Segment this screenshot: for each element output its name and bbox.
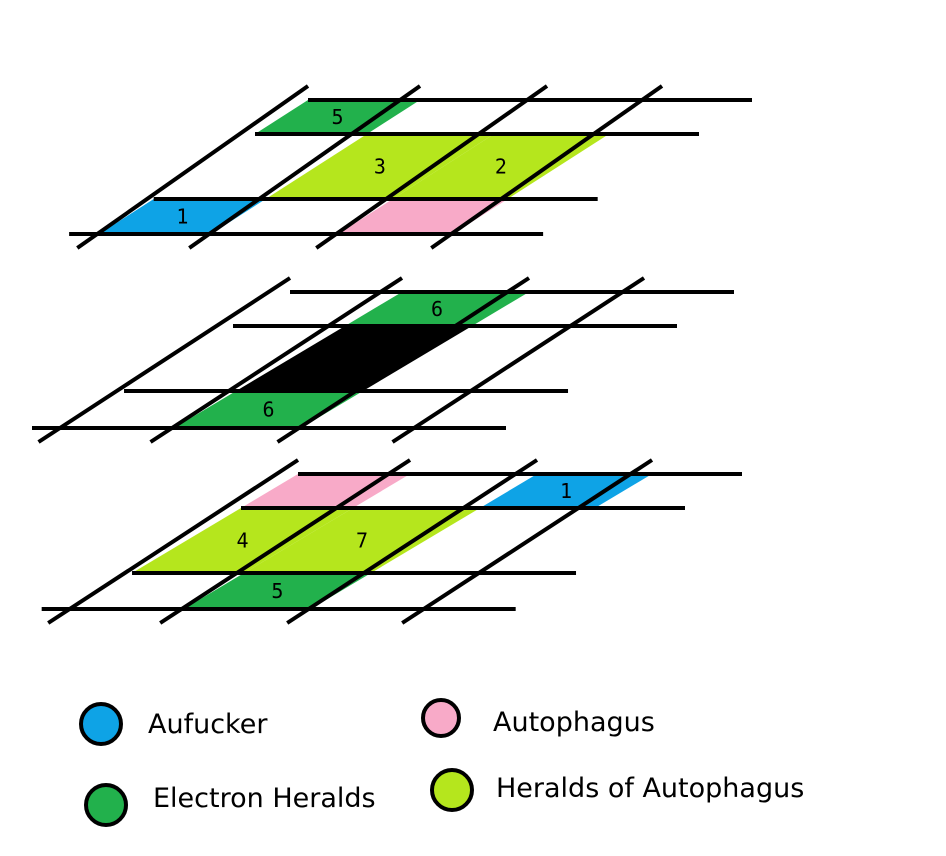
cell-label-top-r2c0: 1 (176, 205, 188, 229)
cell-label-middle-r2c1: 6 (262, 398, 274, 422)
cell-labels: 5 3 2 1 6 6 1 4 7 5 (176, 105, 572, 603)
cell-bottom-r1c0 (132, 508, 353, 573)
cell-label-bottom-r1c1: 7 (356, 529, 368, 553)
cell-top-r1c2 (392, 134, 609, 199)
dline-bottom-1 (159, 458, 412, 625)
cell-bottom-r1c1 (244, 508, 480, 573)
dline-bottom-3 (401, 458, 654, 625)
legend-label-heralds-of-autophagus: Heralds of Autophagus (496, 773, 804, 804)
cell-middle-r1c1 (236, 326, 472, 391)
dline-bottom-0 (47, 458, 300, 625)
dline-bottom-2 (286, 458, 539, 625)
dline-top-0 (76, 84, 310, 250)
legend-swatch-heralds-of-autophagus (430, 768, 474, 812)
legend-label-aufucker: Aufucker (148, 709, 268, 740)
legend-label-electron-heralds: Electron Heralds (153, 783, 376, 814)
legend-swatch-autophagus (421, 698, 461, 738)
legend: Aufucker Autophagus Electron Heralds Her… (79, 698, 804, 827)
dline-top-1 (188, 84, 422, 250)
cell-top-r1c1 (265, 134, 494, 199)
cell-label-top-r1c2: 2 (495, 155, 507, 179)
legend-swatch-electron-heralds (84, 783, 128, 827)
legend-item-electron-heralds: Electron Heralds (84, 783, 376, 827)
dline-top-3 (430, 84, 664, 250)
dline-middle-1 (149, 276, 404, 444)
cell-label-middle-r0c1: 6 (431, 297, 443, 321)
cell-bottom-r0c2 (480, 474, 652, 508)
cell-label-bottom-r2c1: 5 (271, 579, 283, 603)
cell-label-bottom-r1c0: 4 (236, 529, 248, 553)
cell-label-top-r1c1: 3 (374, 155, 386, 179)
legend-swatch-aufucker (79, 702, 123, 746)
cell-label-top-r0c0: 5 (331, 105, 343, 129)
legend-item-autophagus: Autophagus (421, 698, 655, 738)
dline-middle-3 (391, 276, 646, 444)
grid-lines (32, 84, 752, 625)
dline-middle-2 (276, 276, 531, 444)
cell-bottom-r0c0 (241, 474, 410, 508)
dline-middle-0 (37, 276, 292, 444)
cell-middle-r0c1 (345, 292, 529, 326)
dline-top-2 (315, 84, 549, 250)
legend-item-aufucker: Aufucker (79, 702, 268, 746)
legend-label-autophagus: Autophagus (493, 707, 655, 738)
cell-top-r0c0 (255, 100, 420, 134)
cell-label-bottom-r0c2: 1 (560, 479, 572, 503)
legend-item-heralds-of-autophagus: Heralds of Autophagus (430, 768, 804, 812)
